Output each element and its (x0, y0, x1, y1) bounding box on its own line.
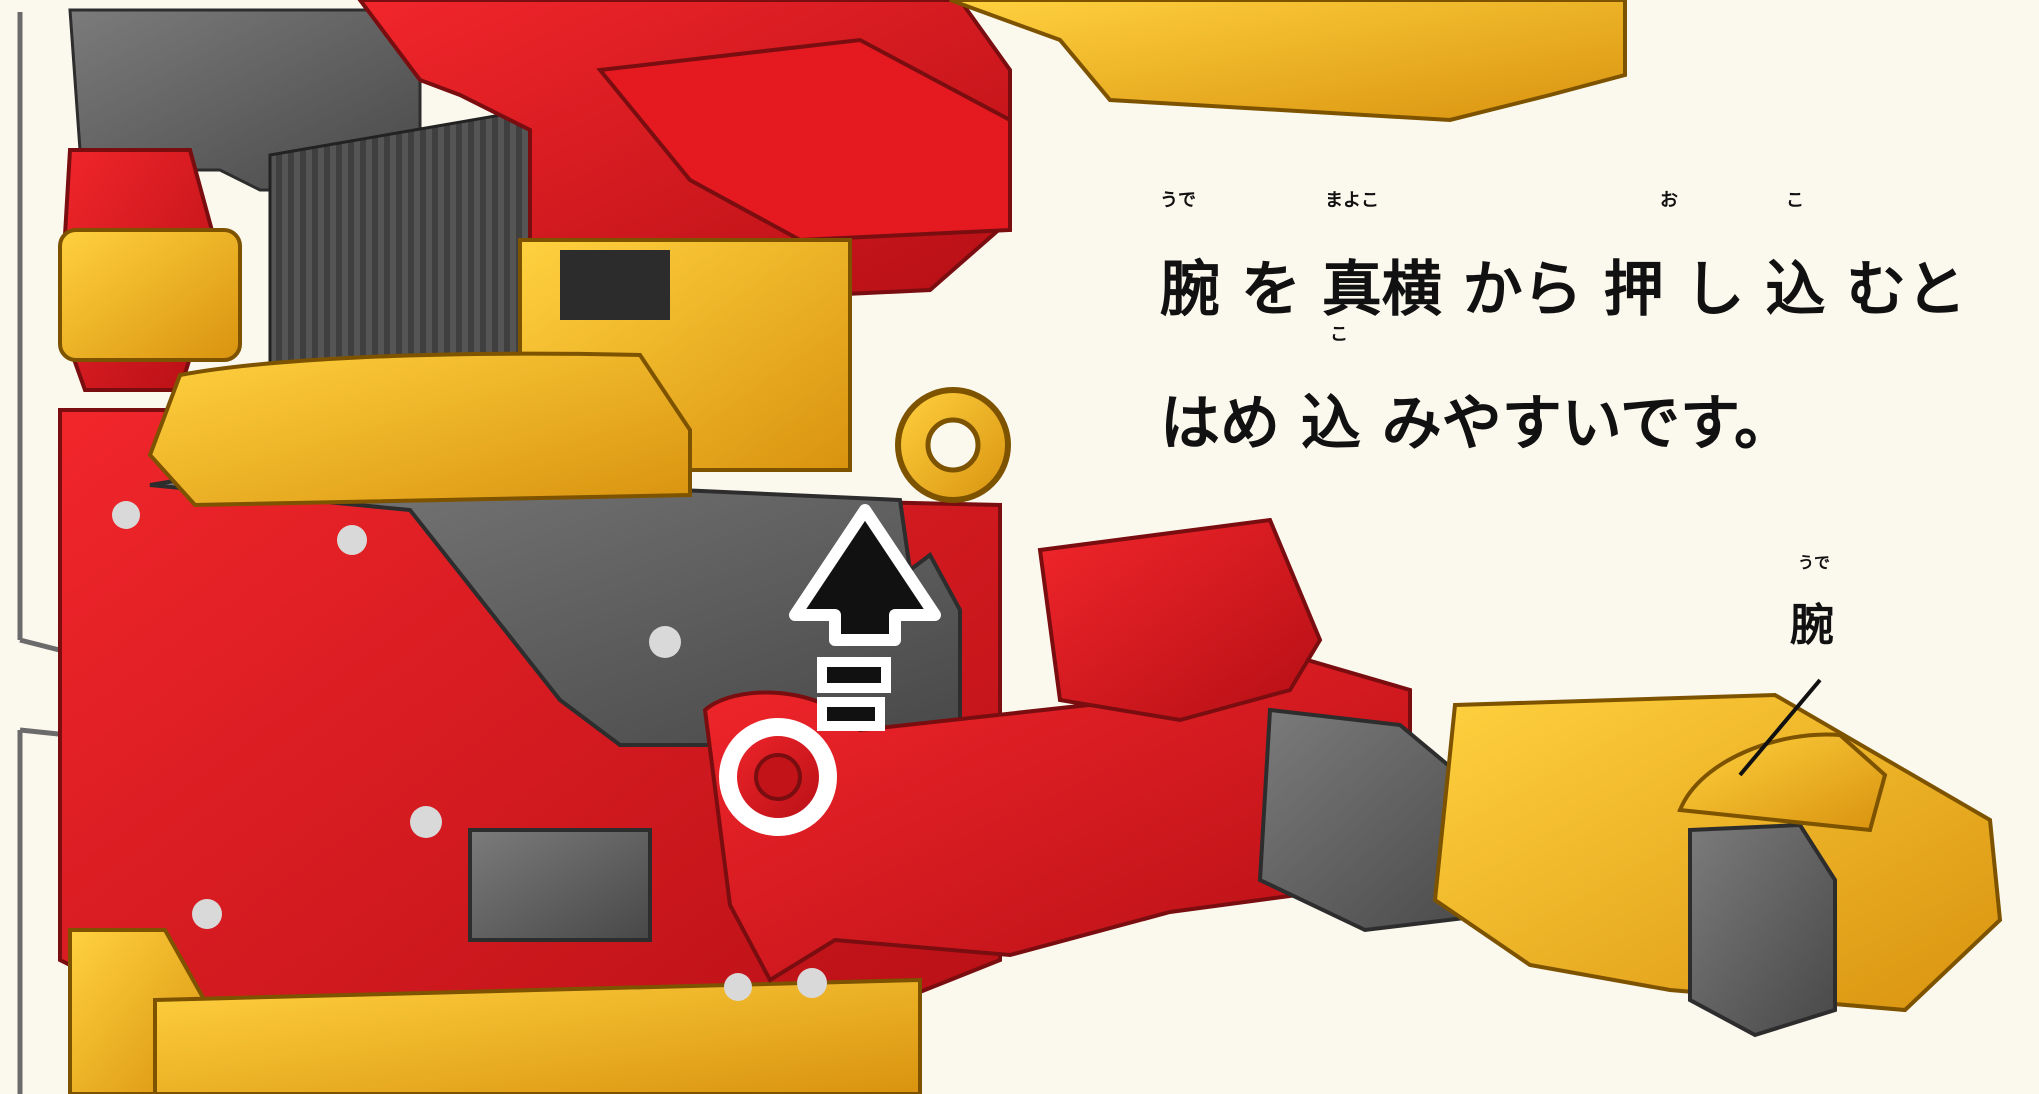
arm-callout: うで 腕 (1790, 553, 1834, 651)
instruction-line-2-segment-3: みやすいです。 (1382, 389, 1794, 459)
instruction-line-1-segment-7: 込 (1765, 255, 1825, 325)
ruby-ko-2: こ (1330, 324, 1348, 345)
instruction-line-2-segment-1: はめ (1160, 389, 1280, 459)
instruction-line-1-segment-5: 押 (1604, 255, 1664, 325)
main-base-part (58, 351, 1011, 1094)
instruction-text: うで まよこ お こ こ 腕 を 真横 から 押 し 込 むと はめ 込 みやす… (1160, 190, 1966, 459)
instruction-line-1-segment-8: むと (1846, 255, 1966, 325)
arm-callout-label: 腕 (1790, 600, 1834, 651)
upper-body-part (57, 0, 1627, 472)
arm-part (702, 517, 2003, 1038)
ruby-ko-1: こ (1786, 190, 1804, 211)
instruction-line-1-segment-3: 真横 (1322, 255, 1442, 325)
arm-callout-ruby: うで (1798, 553, 1830, 572)
instruction-line-1-segment-1: 腕 (1160, 255, 1220, 325)
instruction-line-1: 腕 を 真横 から 押 し 込 むと (1160, 255, 1966, 325)
ruby-ude: うで (1160, 190, 1196, 211)
ruby-o: お (1660, 190, 1678, 211)
up-arrow-icon (789, 504, 941, 731)
instruction-line-1-segment-4: から (1463, 255, 1583, 325)
instruction-line-2-segment-2: 込 (1301, 389, 1361, 459)
instruction-line-2: はめ 込 みやすいです。 (1160, 389, 1794, 459)
instruction-line-1-segment-2: を (1241, 255, 1301, 325)
ruby-mayoko: まよこ (1325, 190, 1379, 211)
instruction-line-1-segment-6: し (1684, 255, 1744, 325)
